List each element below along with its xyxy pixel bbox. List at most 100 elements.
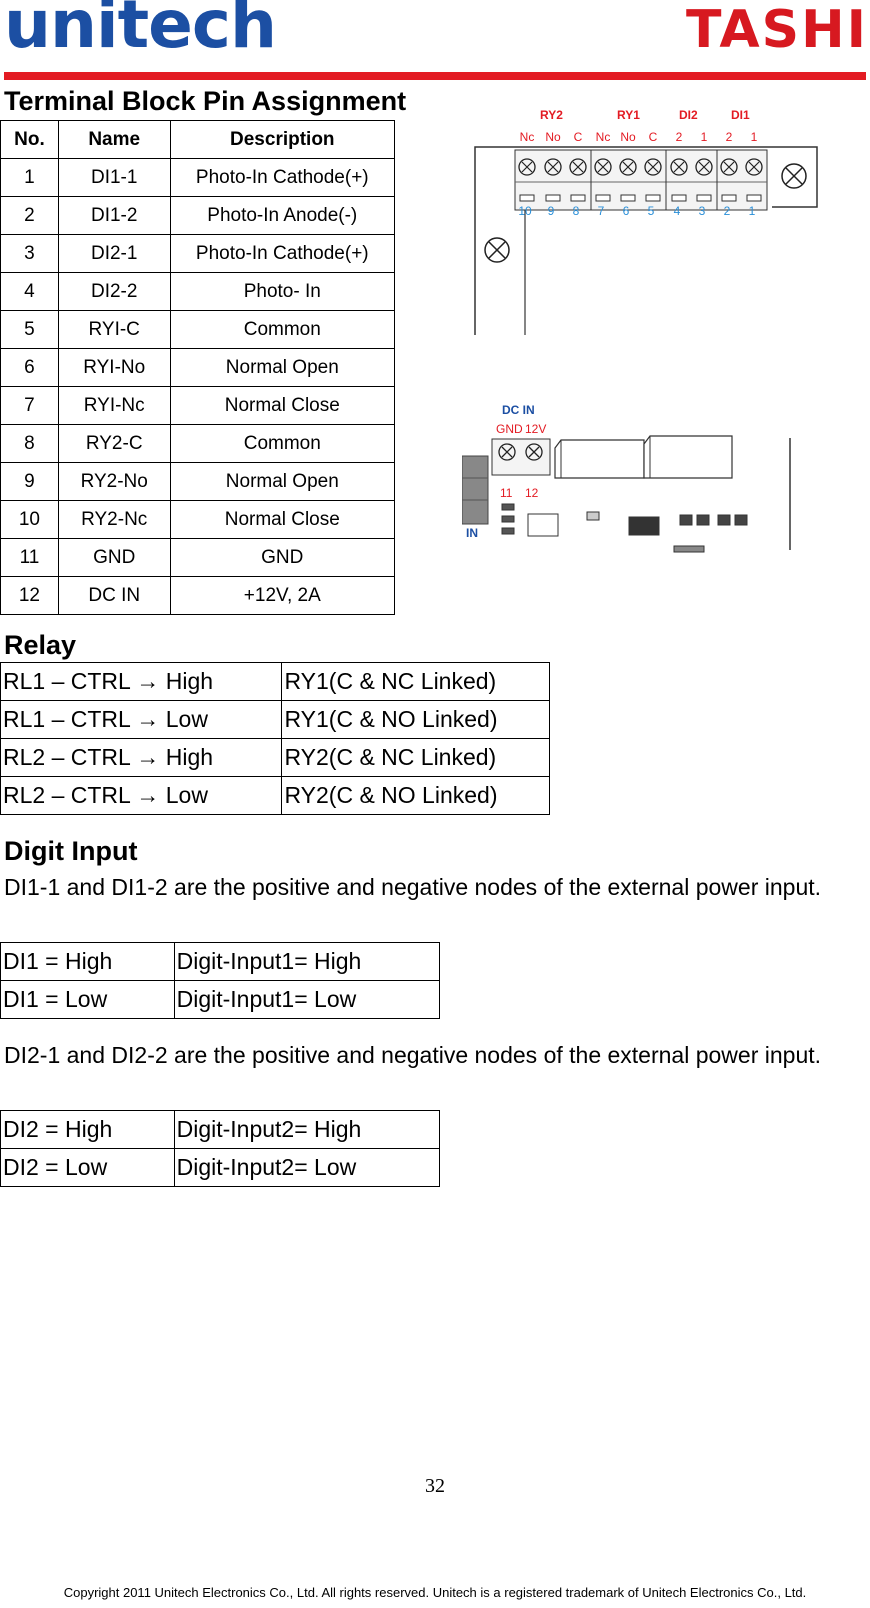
cell-no: 2 xyxy=(0,196,59,235)
cell-name: DI1-2 xyxy=(57,196,171,235)
cell-name: DI2-2 xyxy=(57,272,171,311)
column-header: Name xyxy=(57,120,171,159)
cell-description: +12V, 2A xyxy=(169,576,396,615)
pin-label: 1 xyxy=(701,130,708,144)
pin-number: 4 xyxy=(674,204,681,218)
cell-description: Normal Open xyxy=(169,348,396,387)
pin-number: 5 xyxy=(648,204,655,218)
pin-number: 8 xyxy=(573,204,580,218)
cell-name: RYI-C xyxy=(57,310,171,349)
di-state: DI2 = Low xyxy=(0,1148,175,1187)
pin-number: 7 xyxy=(598,204,605,218)
dc-in-diagram: DC IN GND 12V 11 12 IN xyxy=(462,403,791,553)
pin-label: 2 xyxy=(726,130,733,144)
di-state: DI1 = Low xyxy=(0,980,175,1019)
cell-name: DC IN xyxy=(57,576,171,615)
terminal-block-diagram: RY2 RY1 DI2 DI1 Nc No C Nc No C 2 1 2 1 xyxy=(474,108,818,335)
cell-description: Photo-In Cathode(+) xyxy=(169,158,396,197)
di-result: Digit-Input2= Low xyxy=(173,1148,441,1187)
cell-description: Normal Close xyxy=(169,386,396,425)
pin-number: 2 xyxy=(724,204,731,218)
cell-description: Normal Close xyxy=(169,500,396,539)
relay-control: RL2 – CTRL → Low xyxy=(0,776,283,815)
paragraph-di2: DI2-1 and DI2-2 are the positive and neg… xyxy=(4,1042,822,1068)
section-title-relay: Relay xyxy=(4,630,77,660)
cell-name: RY2-Nc xyxy=(57,500,171,539)
dc-pin-number: 11 xyxy=(500,486,513,500)
relay-control: RL2 – CTRL → High xyxy=(0,738,283,777)
cell-no: 9 xyxy=(0,462,59,501)
section-title-digit-input: Digit Input xyxy=(4,836,138,866)
cell-no: 10 xyxy=(0,500,59,539)
relay-state: RY1(C & NC Linked) xyxy=(281,662,550,701)
dc-label-gnd: GND xyxy=(496,422,523,436)
cell-name: RYI-Nc xyxy=(57,386,171,425)
cell-description: Photo-In Cathode(+) xyxy=(169,234,396,273)
cell-name: GND xyxy=(57,538,171,577)
cell-description: Normal Open xyxy=(169,462,396,501)
group-label-ry1: RY1 xyxy=(617,108,640,122)
cell-name: RY2-No xyxy=(57,462,171,501)
pin-number: 3 xyxy=(699,204,706,218)
section-title-pin-assignment: Terminal Block Pin Assignment xyxy=(4,86,407,116)
tashi-logo: TASHI xyxy=(686,0,868,60)
cell-no: 1 xyxy=(0,158,59,197)
pin-label: No xyxy=(545,130,561,144)
pin-label: Nc xyxy=(596,130,611,144)
pin-label: C xyxy=(649,130,658,144)
cell-no: 5 xyxy=(0,310,59,349)
relay-control: RL1 – CTRL → Low xyxy=(0,700,283,739)
cell-description: Common xyxy=(169,310,396,349)
unitech-logo: unitech xyxy=(4,0,277,63)
relay-state: RY2(C & NO Linked) xyxy=(281,776,550,815)
dc-pin-number: 12 xyxy=(525,486,539,500)
pin-number: 6 xyxy=(623,204,630,218)
paragraph-di1: DI1-1 and DI1-2 are the positive and neg… xyxy=(4,874,822,900)
di-state: DI2 = High xyxy=(0,1110,175,1149)
header-rule xyxy=(4,72,866,80)
cell-description: Common xyxy=(169,424,396,463)
cell-no: 11 xyxy=(0,538,59,577)
dc-in-title: DC IN xyxy=(502,403,535,417)
cell-name: RY2-C xyxy=(57,424,171,463)
pin-label: 2 xyxy=(676,130,683,144)
cell-no: 6 xyxy=(0,348,59,387)
group-label-di2: DI2 xyxy=(679,108,698,122)
di-result: Digit-Input1= High xyxy=(173,942,441,981)
column-header: Description xyxy=(169,120,396,159)
group-label-ry2: RY2 xyxy=(540,108,563,122)
cell-name: DI2-1 xyxy=(57,234,171,273)
cell-description: GND xyxy=(169,538,396,577)
dc-label-12v: 12V xyxy=(525,422,546,436)
cell-description: Photo-In Anode(-) xyxy=(169,196,396,235)
cell-no: 8 xyxy=(0,424,59,463)
cell-description: Photo- In xyxy=(169,272,396,311)
dc-edge-label: IN xyxy=(466,526,478,540)
pin-number: 9 xyxy=(548,204,555,218)
di-result: Digit-Input2= High xyxy=(173,1110,441,1149)
pin-label: No xyxy=(620,130,636,144)
relay-state: RY2(C & NC Linked) xyxy=(281,738,550,777)
page-number: 32 xyxy=(425,1475,445,1497)
pin-label: 1 xyxy=(751,130,758,144)
di-state: DI1 = High xyxy=(0,942,175,981)
relay-control: RL1 – CTRL → High xyxy=(0,662,283,701)
